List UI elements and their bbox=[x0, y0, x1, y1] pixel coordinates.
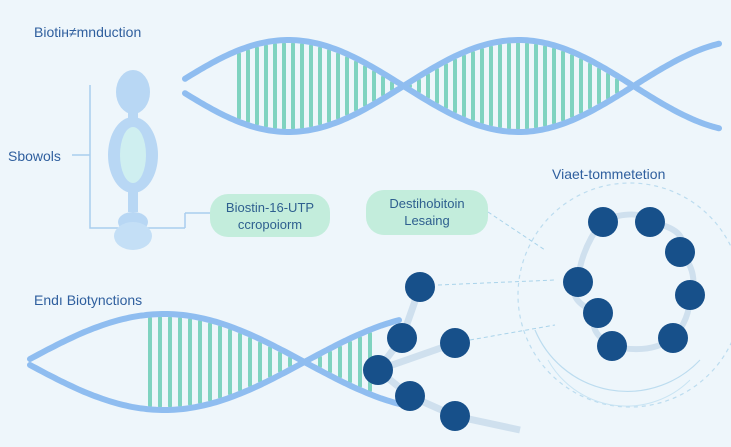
helix-backbone bbox=[27, 317, 402, 413]
dna-helix-bottom bbox=[27, 311, 402, 413]
helix-backbone bbox=[27, 311, 402, 407]
bottom-label: Endı Biotynctions bbox=[34, 292, 143, 308]
left-label: Sbowols bbox=[8, 148, 61, 164]
title-label: Biotiн≠mnduction bbox=[34, 24, 142, 40]
biotin-utp-pill: Biostin-16-UTP ccropoiorm bbox=[210, 194, 330, 237]
helix-backbone bbox=[182, 37, 722, 135]
biotin-utp-line1: Biostin-16-UTP bbox=[225, 200, 315, 215]
orbit-rings bbox=[437, 182, 731, 408]
destihobitoin-line2: Lesaing bbox=[404, 213, 450, 228]
destihobitoin-line1: Destihobitoin bbox=[389, 196, 465, 211]
molecule-chain bbox=[363, 272, 521, 434]
node-ring bbox=[563, 207, 705, 361]
right-label: Viaet-tommetetion bbox=[552, 166, 666, 182]
dna-helix-top bbox=[182, 37, 722, 135]
biotin-utp-line2: ccropoiorm bbox=[237, 217, 303, 232]
destihobitoin-pill: Destihobitoin Lesaing bbox=[366, 190, 488, 235]
capsule-structure bbox=[72, 70, 210, 250]
helix-backbone bbox=[182, 37, 722, 135]
